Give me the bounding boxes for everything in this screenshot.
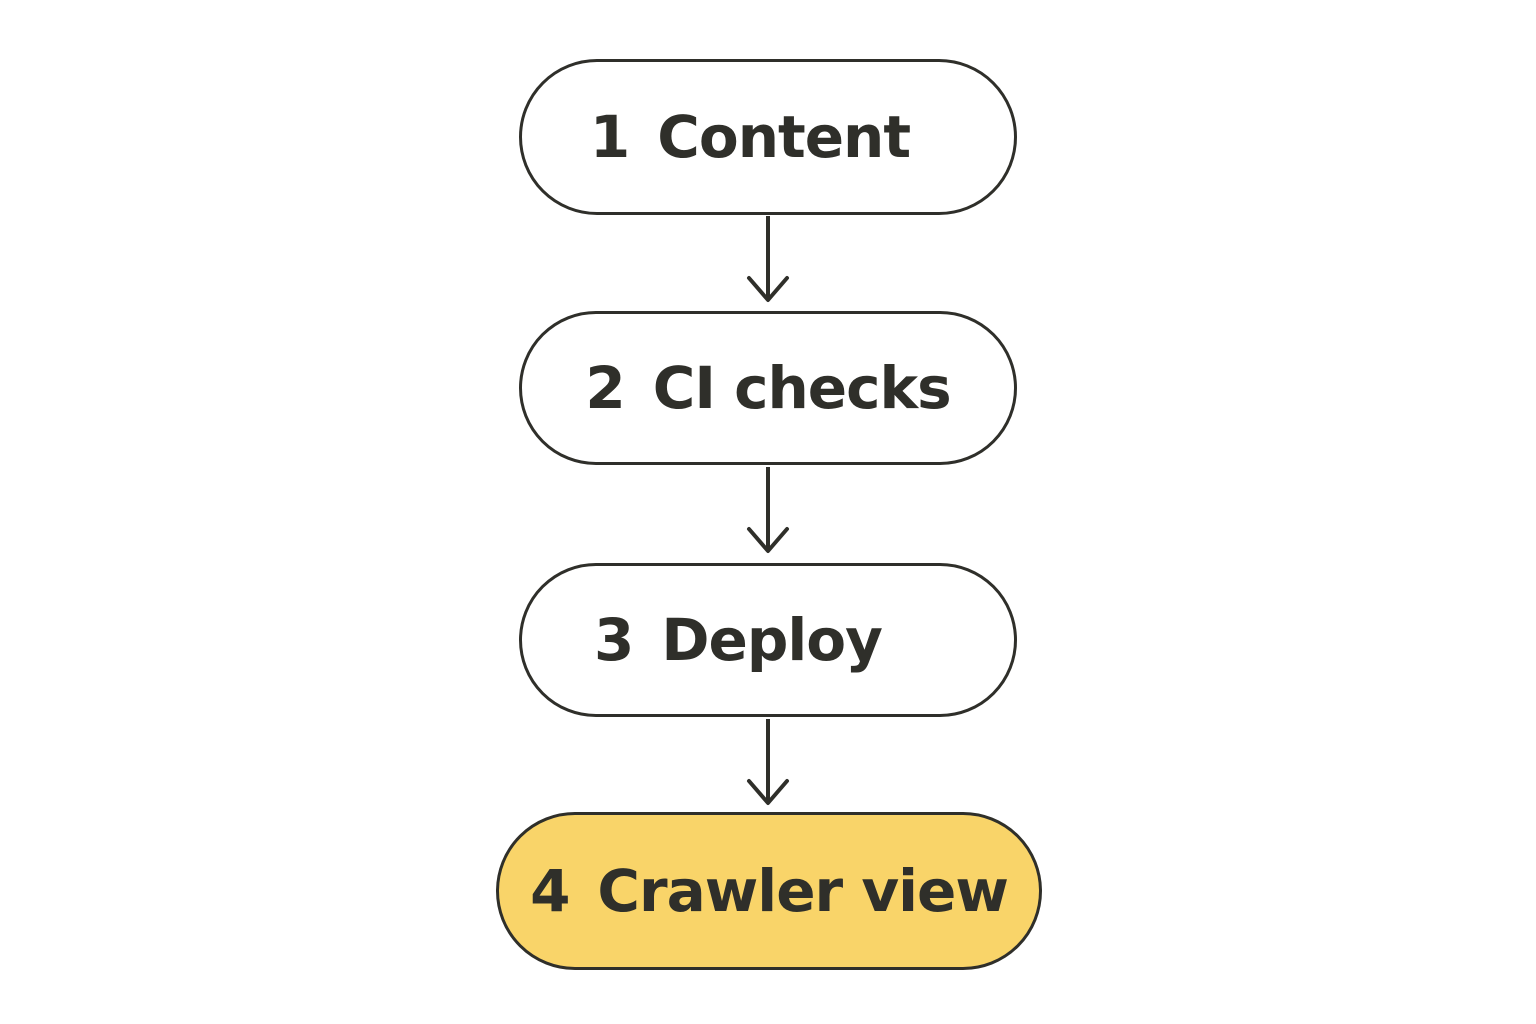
step-3-text: 3 Deploy [594,606,883,674]
step-1-text: 1 Content [589,103,911,171]
step-4-number: 4 [530,857,570,925]
step-4-label: Crawler view [597,857,1009,925]
arrow-1-to-2 [746,216,790,306]
step-3-node: 3 Deploy [519,563,1017,717]
step-1-label: Content [657,103,911,171]
step-2-label: CI checks [652,354,952,422]
arrow-2-to-3 [746,467,790,557]
step-4-text: 4 Crawler view [530,857,1009,925]
arrow-3-to-4 [746,719,790,809]
step-4-node-highlighted: 4 Crawler view [496,812,1042,970]
step-3-label: Deploy [661,606,883,674]
step-3-number: 3 [594,606,634,674]
step-2-number: 2 [585,354,625,422]
step-2-node: 2 CI checks [519,311,1017,465]
step-1-number: 1 [589,103,630,171]
step-2-text: 2 CI checks [585,354,952,422]
step-1-node: 1 Content [519,59,1017,215]
